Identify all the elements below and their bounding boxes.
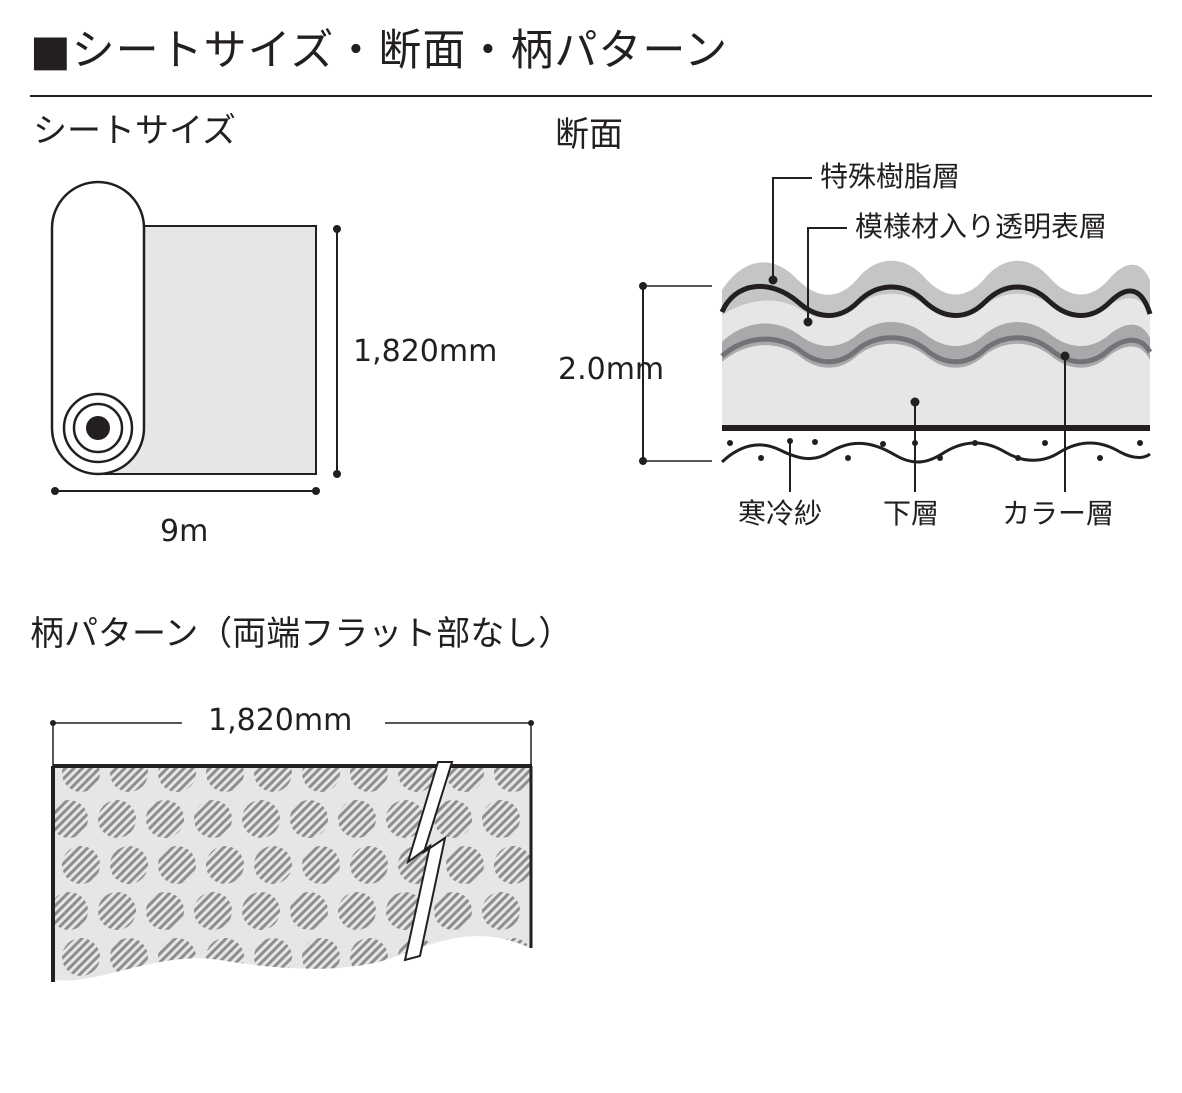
top-resin-line (719, 283, 1153, 318)
roll-core (86, 416, 110, 440)
pattern-dot (350, 766, 388, 792)
layer-label-top: 特殊樹脂層 (820, 160, 961, 193)
pattern-sample (50, 754, 580, 1022)
pattern-dot (146, 800, 184, 838)
layer-label-lower: 下層 (883, 497, 940, 530)
pattern-dot (446, 766, 484, 792)
layer-label-clear: 模様材入り透明表層 (855, 210, 1108, 243)
pattern-dot (254, 766, 292, 792)
leader-lines (768, 177, 1070, 492)
pattern-dot (302, 766, 340, 792)
thickness-label: 2.0mm (558, 352, 665, 387)
pattern-dot (542, 846, 580, 884)
pattern-dot (110, 846, 148, 884)
pattern-dot (206, 938, 244, 976)
pattern-dot (158, 938, 196, 976)
pattern-dot (434, 892, 472, 930)
pattern-dot (482, 892, 520, 930)
layer-label-color: カラー層 (1002, 497, 1115, 530)
pattern-dot (55, 800, 88, 838)
pattern-dot (55, 892, 88, 930)
sheet-length-label: 9m (160, 514, 209, 549)
title-divider (30, 95, 1152, 97)
thickness-dimension (639, 282, 712, 465)
pattern-dot (482, 800, 520, 838)
pattern-dot (530, 984, 568, 1022)
lower-layer (722, 343, 1150, 428)
pattern-dot (338, 892, 376, 930)
pattern-dot (194, 984, 232, 1022)
sheet-roll (50, 180, 317, 476)
pattern-dot (194, 892, 232, 930)
layer-label-scrim: 寒冷紗 (738, 497, 823, 530)
page-title: ■シートサイズ・断面・柄パターン (30, 26, 729, 76)
pattern-dot (146, 892, 184, 930)
pattern-dot (62, 766, 100, 792)
pattern-dot (338, 984, 376, 1022)
pattern-dot (254, 846, 292, 884)
pattern-dot (434, 800, 472, 838)
break-symbol (403, 761, 454, 962)
pattern-dot (98, 984, 136, 1022)
pattern-dot (338, 800, 376, 838)
pattern-heading: 柄パターン（両端フラット部なし） (30, 614, 573, 654)
pattern-dot (242, 892, 280, 930)
sheet-length-dimension (51, 487, 320, 495)
pattern-dot (542, 754, 580, 792)
pattern-dot (494, 846, 530, 884)
pattern-dot (482, 984, 520, 1022)
pattern-width-dimension (50, 720, 534, 766)
pattern-dot (290, 892, 328, 930)
pattern-dot (98, 892, 136, 930)
pattern-dot (398, 766, 436, 792)
pattern-dot (194, 800, 232, 838)
pattern-dot (386, 800, 424, 838)
pattern-dot (146, 984, 184, 1022)
pattern-dot (386, 984, 424, 1022)
pattern-dot (206, 766, 244, 792)
pattern-dot (302, 938, 340, 976)
pattern-dot (494, 938, 530, 976)
sheet-size-heading: シートサイズ (33, 111, 236, 151)
pattern-dot (158, 766, 196, 792)
pattern-dot (254, 938, 292, 976)
pattern-dot (158, 846, 196, 884)
sheet-width-dimension (333, 225, 341, 478)
pattern-dot (530, 800, 568, 838)
pattern-dot (494, 766, 530, 792)
pattern-dot (50, 984, 88, 1022)
color-layer-line (720, 335, 1153, 365)
pattern-dot (350, 846, 388, 884)
pattern-dot (530, 892, 568, 930)
sheet-width-label: 1,820mm (353, 334, 498, 369)
pattern-dot (62, 938, 100, 976)
pattern-dot (446, 938, 484, 976)
scrim-dots (727, 438, 1143, 461)
cross-section (719, 260, 1153, 464)
pattern-dot (206, 846, 244, 884)
pattern-dot (350, 938, 388, 976)
pattern-dot (434, 984, 472, 1022)
pattern-dot (110, 766, 148, 792)
pattern-dot (542, 938, 580, 976)
pattern-dot (446, 846, 484, 884)
pattern-dot (242, 984, 280, 1022)
pattern-dot (290, 984, 328, 1022)
pattern-dot (242, 800, 280, 838)
pattern-dot (290, 800, 328, 838)
pattern-dot (98, 800, 136, 838)
roll-body (50, 180, 146, 476)
pattern-dot (62, 846, 100, 884)
pattern-width-label: 1,820mm (208, 703, 353, 738)
pattern-dot (110, 938, 148, 976)
scrim-wave (720, 441, 1151, 464)
cross-section-heading: 断面 (555, 115, 623, 155)
pattern-dot (302, 846, 340, 884)
